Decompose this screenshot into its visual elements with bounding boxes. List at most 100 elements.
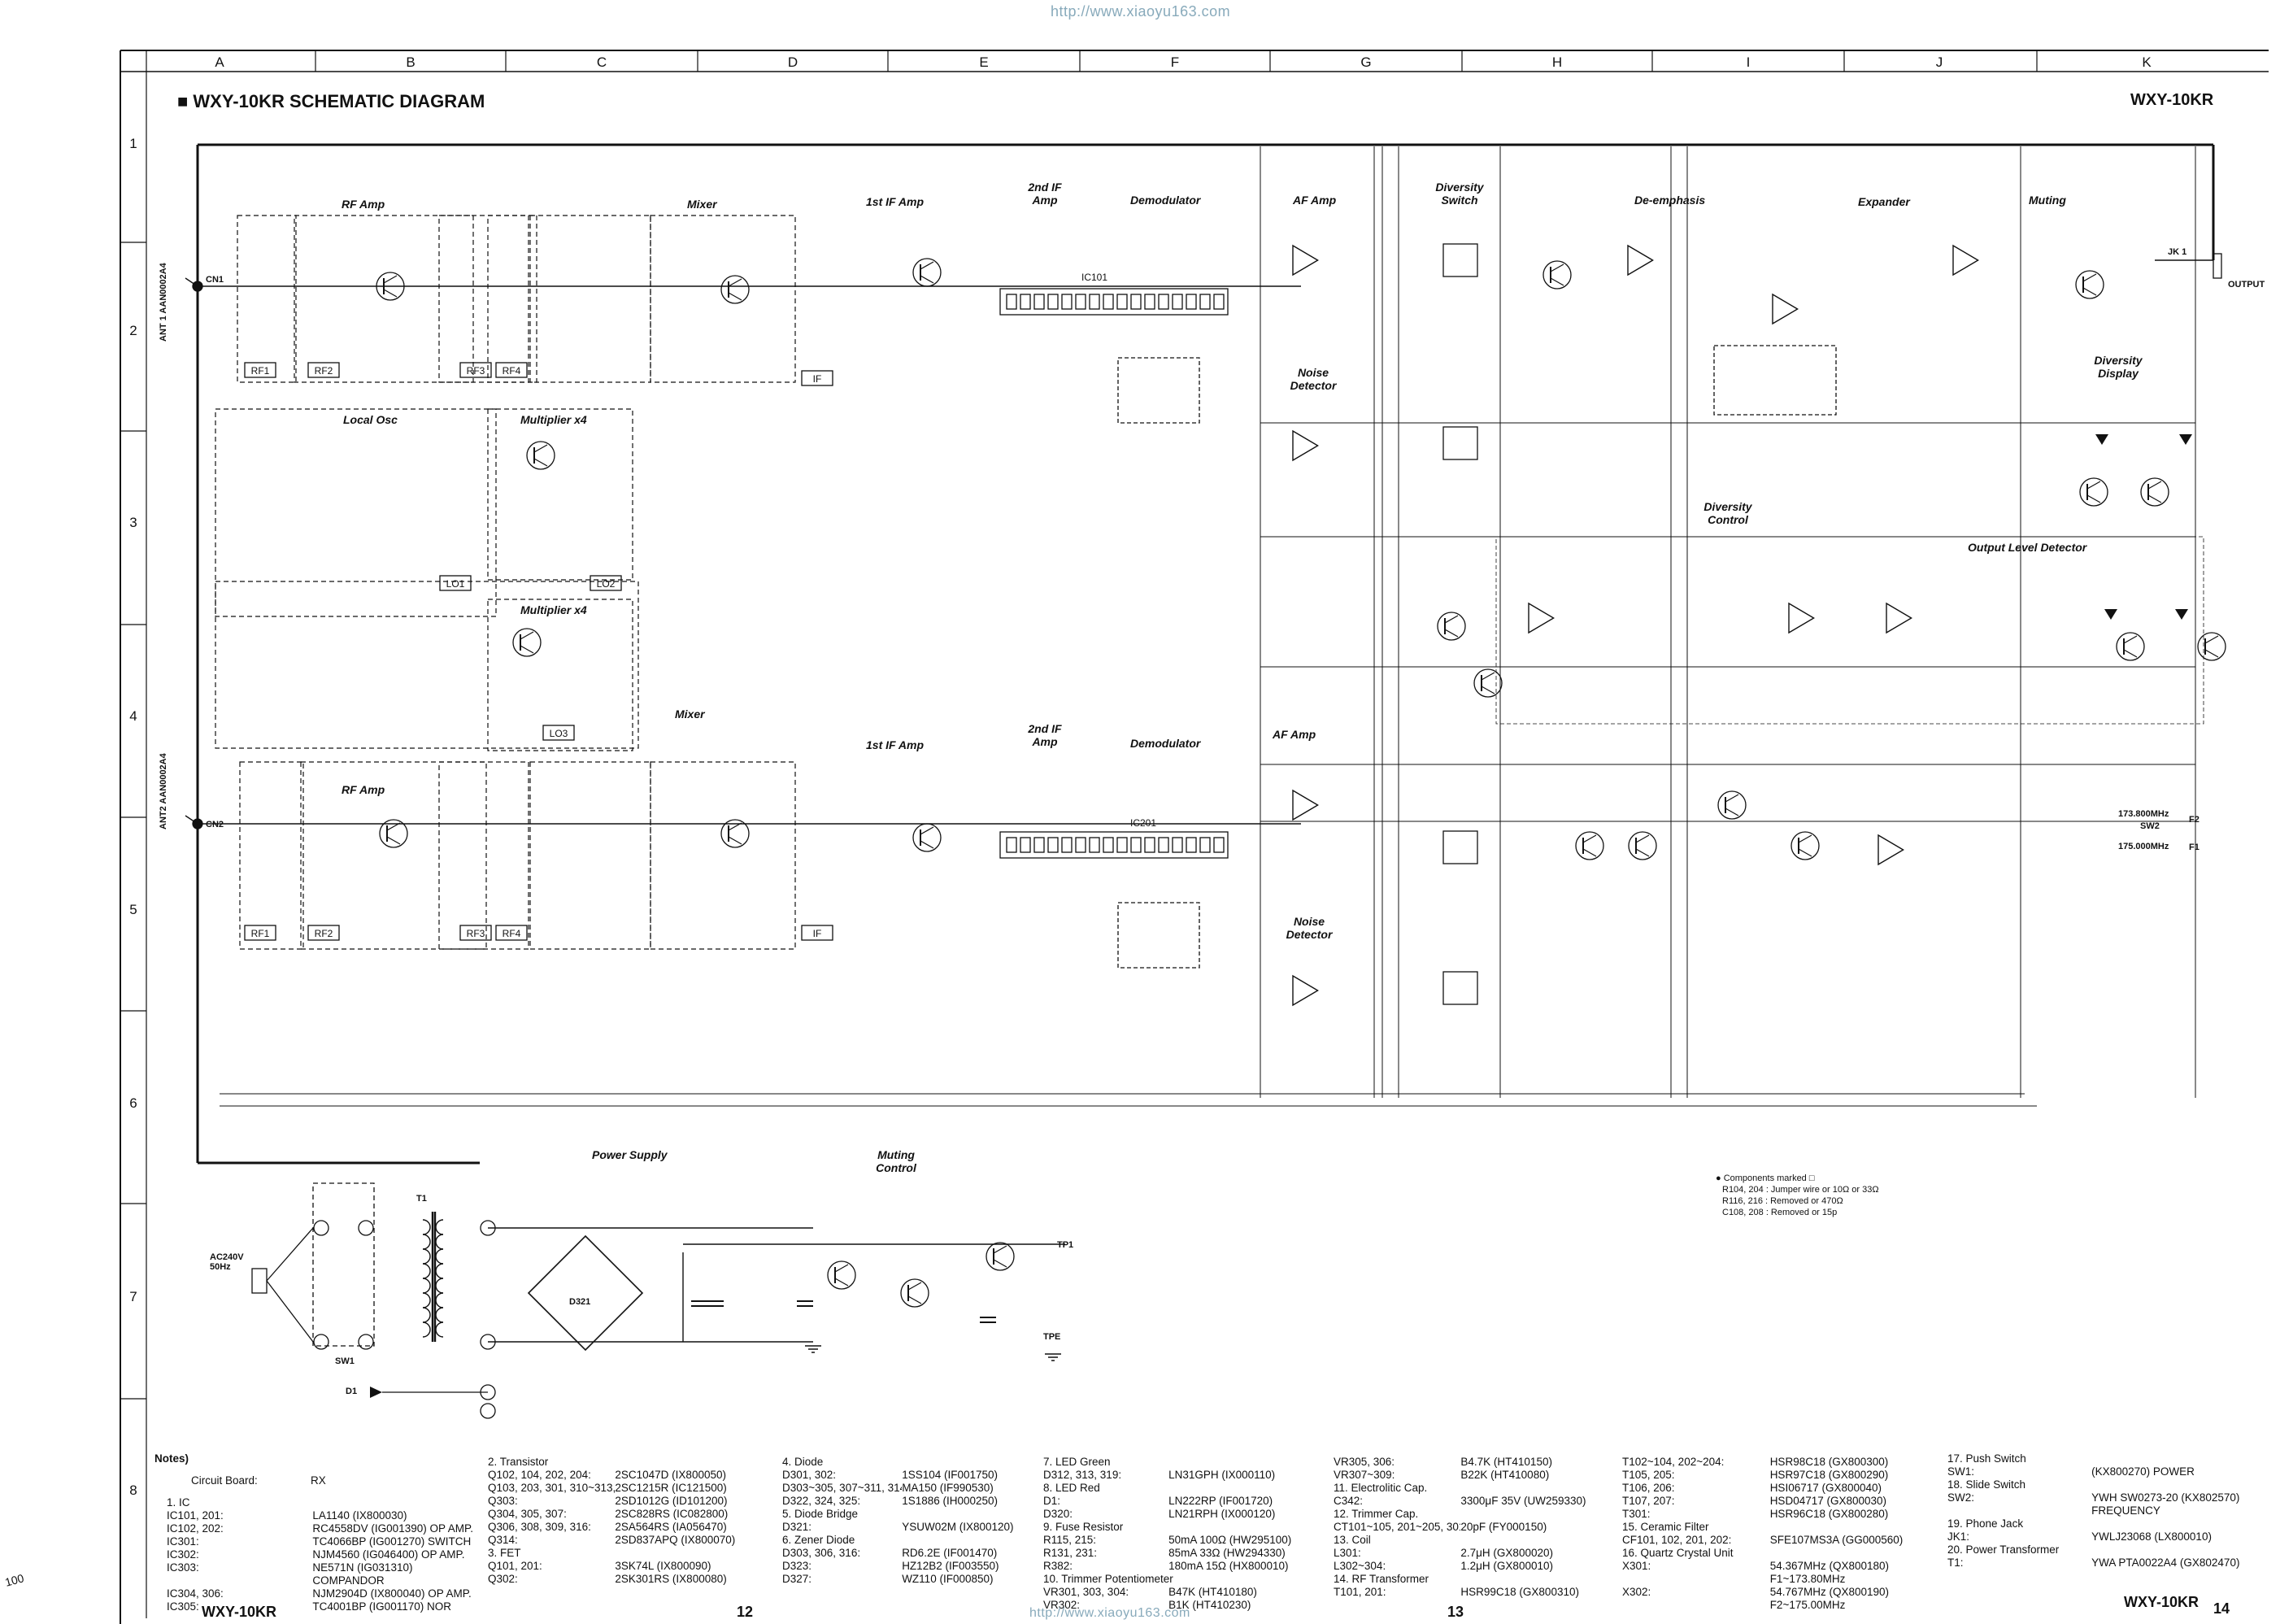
transistor-lead [1444, 629, 1459, 638]
transistor-lead [1725, 808, 1739, 816]
transformer-coil [422, 1307, 431, 1323]
note-key: 6. Zener Diode [782, 1534, 855, 1546]
note-value: YSUW02M (IX800120) [902, 1521, 1014, 1533]
cn1-label: CN1 [206, 275, 224, 285]
note-row: D303, 306, 316:RD6.2E (IF001470) [782, 1547, 1042, 1560]
output-label: OUTPUT [2228, 280, 2265, 290]
note-row: T101, 201:HSR99C18 (GX800310) [1334, 1586, 1610, 1599]
block-tag: RF1 [251, 365, 270, 377]
model-label-top: WXY-10KR [2130, 91, 2214, 109]
transistor [2116, 632, 2145, 661]
transistor [2075, 270, 2104, 299]
note-row: R131, 231:85mA 33Ω (HW294330) [1043, 1547, 1316, 1560]
transistor [2079, 477, 2108, 507]
ic-pin [1061, 837, 1073, 853]
note-row: X302:54.767MHz (QX800190) F2~175.00MHz [1622, 1586, 1943, 1612]
note-key: C342: [1334, 1495, 1364, 1507]
transformer-coil [422, 1292, 431, 1308]
ic-pin [1103, 837, 1114, 853]
row-label-2: 2 [129, 323, 137, 338]
note-row: VR301, 303, 304:B47K (HT410180) [1043, 1586, 1316, 1599]
notes-col-transformer: T102~104, 202~204:HSR98C18 (GX800300)T10… [1622, 1456, 1943, 1612]
transistor-lead [386, 836, 401, 845]
note-key: 5. Diode Bridge [782, 1508, 859, 1520]
op-amp-ic304 [1528, 602, 1555, 634]
ic-pin [1020, 837, 1031, 853]
note-key: 19. Phone Jack [1947, 1517, 2024, 1530]
note-value: B4.7K (HT410150) [1460, 1456, 1552, 1468]
transformer-coil [435, 1292, 444, 1308]
label-diversity-switch: Diversity Switch [1435, 181, 1484, 207]
block-tag-box [495, 925, 528, 941]
note-key: Q303: [488, 1495, 518, 1507]
note-value: YWLJ23068 (LX800010) [2091, 1530, 2212, 1543]
transistor-lead [920, 840, 934, 849]
note-row: T102~104, 202~204:HSR98C18 (GX800300) [1622, 1456, 1943, 1469]
module-box [215, 408, 497, 617]
ic-pin [1172, 837, 1183, 853]
note-key: L301: [1334, 1547, 1361, 1559]
note-row: 10. Trimmer Potentiometer [1043, 1573, 1316, 1586]
note-value: RD6.2E (IF001470) [902, 1547, 998, 1559]
transistor-lead [383, 289, 398, 298]
note-value: NE571N (IG031310) [312, 1561, 413, 1574]
ac-lead [266, 1280, 314, 1343]
note-value: HSR99C18 (GX800310) [1460, 1586, 1579, 1598]
note-value: WZ110 (IF000850) [902, 1573, 994, 1585]
switch-box [312, 1182, 375, 1347]
note-key: 17. Push Switch [1947, 1452, 2026, 1465]
note-row: CT101~105, 201~205, 301:20pF (FY000150) [1334, 1521, 1610, 1534]
transistor-lead [834, 1264, 849, 1273]
op-amp-ic304b [1878, 834, 1904, 866]
transistor [1628, 831, 1657, 860]
row-label-7: 7 [129, 1289, 137, 1304]
note-key: D320: [1043, 1508, 1073, 1520]
module-box [487, 215, 537, 383]
note-row: 5. Diode Bridge [782, 1508, 1042, 1521]
note-key: D312, 313, 319: [1043, 1469, 1122, 1481]
ic-pin [1075, 837, 1086, 853]
note-key: X301: [1622, 1560, 1651, 1572]
note-key: VR307~309: [1334, 1469, 1395, 1481]
sw1-label: SW1 [335, 1356, 355, 1366]
ac-plug [251, 1268, 268, 1294]
note-row: IC304, 306:NJM2904D (IX800040) OP AMP. [167, 1587, 484, 1600]
ic-pin [1130, 294, 1142, 310]
note-key: SW1: [1947, 1465, 1975, 1478]
note-row: IC302:NJM4560 (IG046400) OP AMP. [167, 1548, 484, 1561]
note-key: R115, 215: [1043, 1534, 1097, 1546]
note-row: Q314:2SD837APQ (IX800070) [488, 1534, 764, 1547]
note-key: D321: [782, 1521, 812, 1533]
row-label-4: 4 [129, 708, 137, 724]
note-value: 50mA 100Ω (HW295100) [1168, 1534, 1292, 1546]
note-key: 2. Transistor [488, 1456, 549, 1468]
transistor-lead [993, 1259, 1007, 1268]
transistor [526, 441, 555, 470]
transistor-lead [2147, 481, 2162, 490]
module-box [529, 215, 651, 383]
note-key: T301: [1622, 1508, 1651, 1520]
transistor-lead [1481, 672, 1495, 681]
note-row: JK1:YWLJ23068 (LX800010) [1947, 1530, 2260, 1543]
note-row: X301:54.367MHz (QX800180) F1~173.80MHz [1622, 1560, 1943, 1586]
ic-pin [1047, 837, 1059, 853]
note-value: LN222RP (IF001720) [1168, 1495, 1273, 1507]
note-key: L302~304: [1334, 1560, 1386, 1572]
d321-label: D321 [569, 1297, 591, 1307]
transistor-lead [520, 631, 534, 640]
transformer-coil [422, 1248, 431, 1265]
note-key: Q306, 308, 309, 316: [488, 1521, 591, 1533]
label-noise-detector-1: Noise Detector [1290, 366, 1337, 392]
block-tag: RF3 [467, 928, 485, 939]
block-tag-box [439, 575, 472, 591]
label-diversity-control: Diversity Control [1703, 500, 1752, 526]
ic-pin [1186, 294, 1197, 310]
transistor-lead [2147, 494, 2162, 503]
block-tag: LO3 [550, 728, 568, 739]
note-key: Q304, 305, 307: [488, 1508, 567, 1520]
transistor-lead [1798, 848, 1812, 857]
transistor-lead [1582, 848, 1597, 857]
module-box [438, 215, 529, 383]
